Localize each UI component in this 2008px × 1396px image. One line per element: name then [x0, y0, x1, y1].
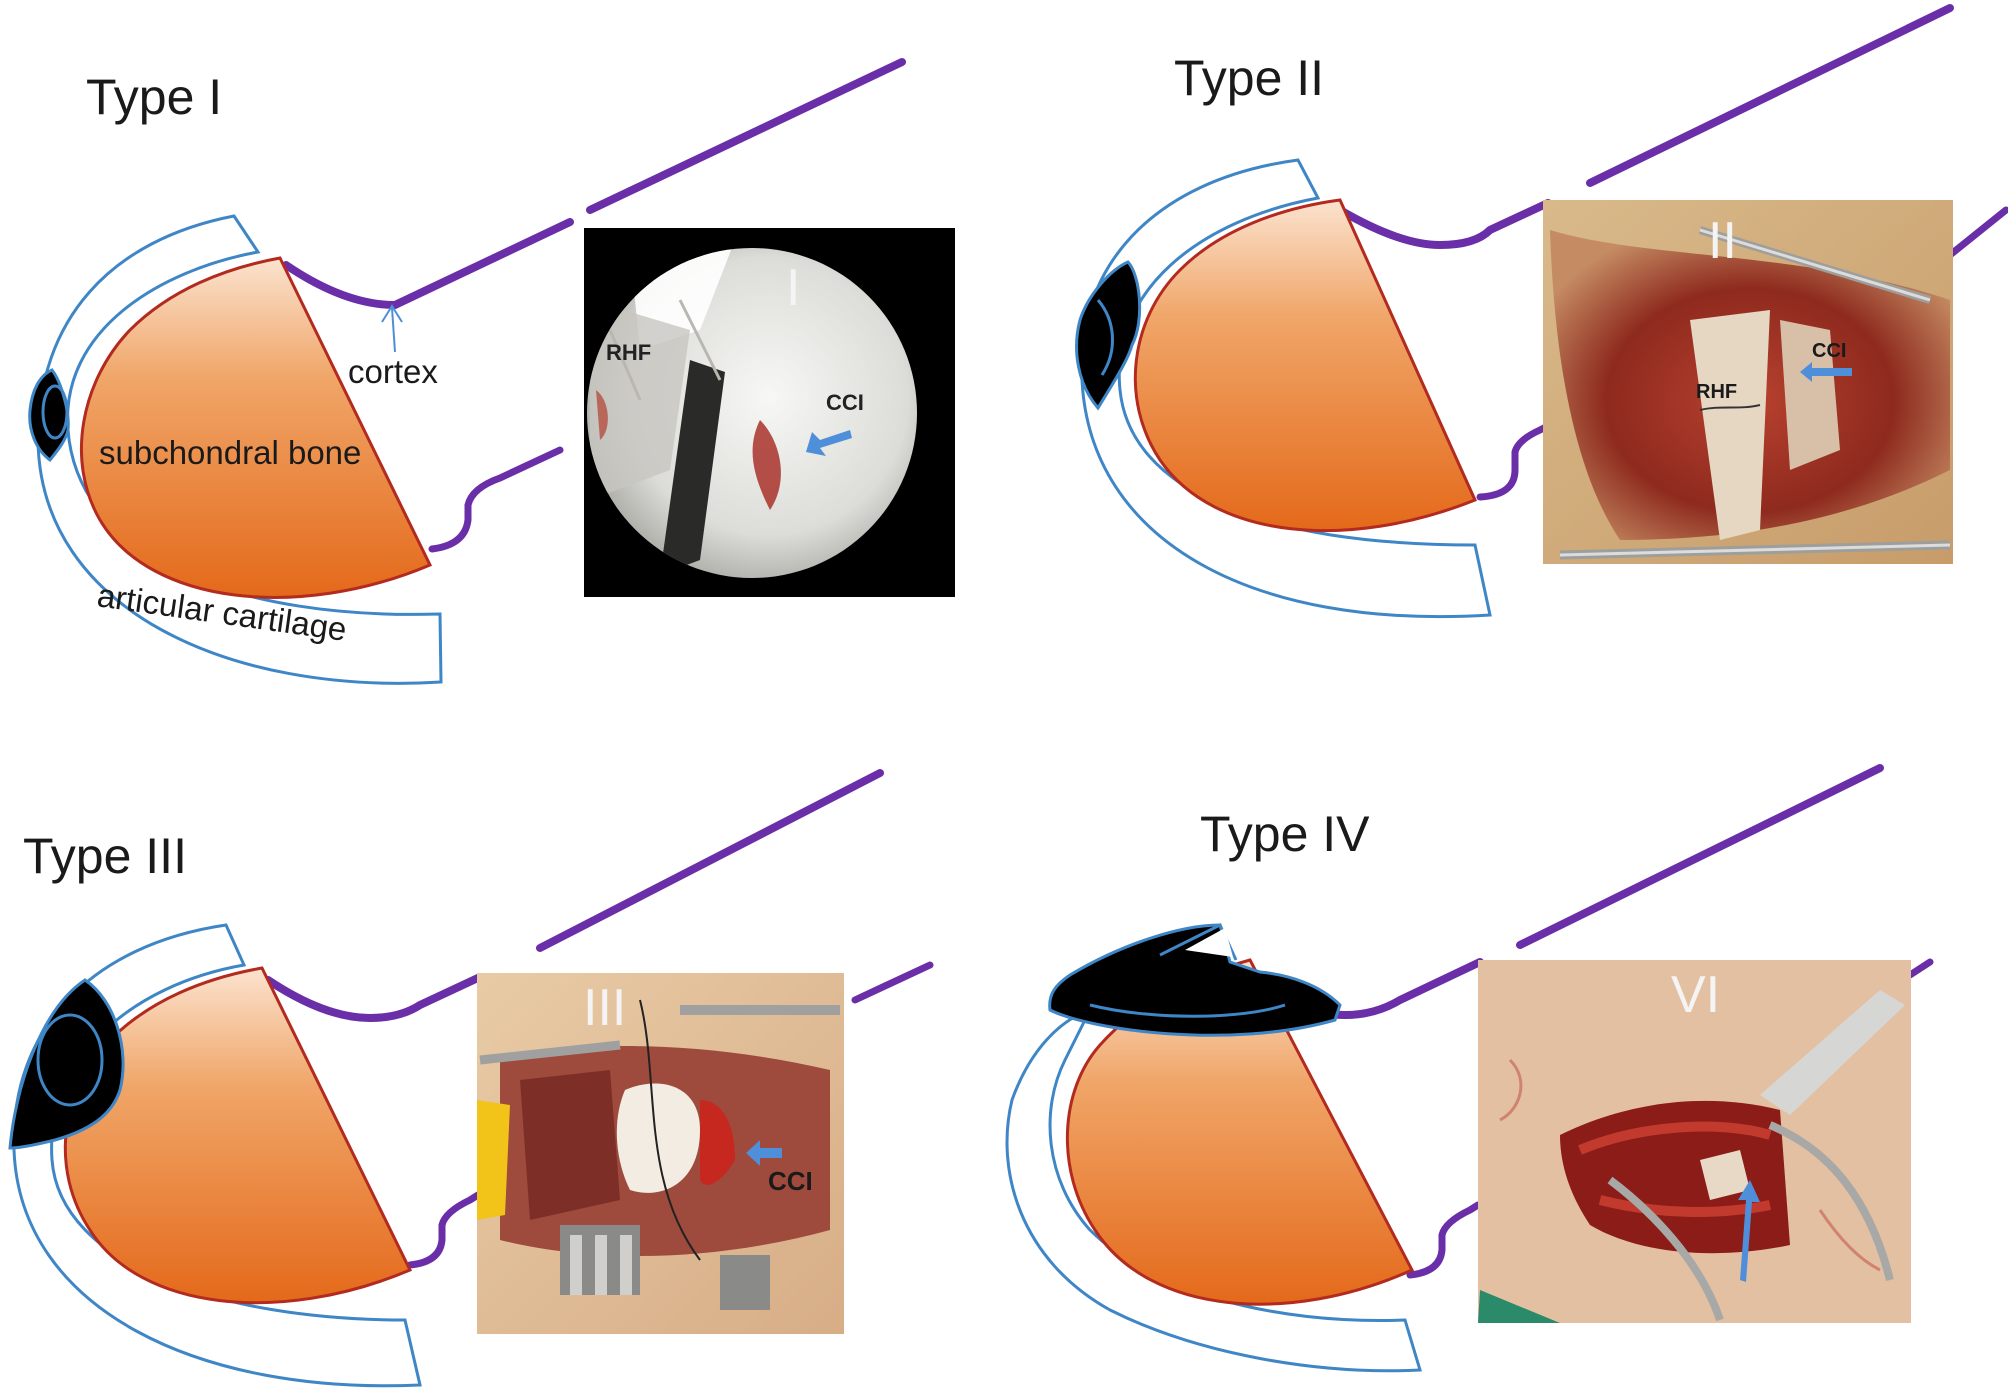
fragment-highlight — [1089, 1003, 1286, 1018]
fragment-highlight — [1096, 299, 1114, 376]
arrow-icon — [1738, 1180, 1760, 1282]
cortex-line — [1336, 4, 1954, 250]
rhf-tag: RHF — [1696, 381, 1737, 403]
cortex-line — [428, 446, 564, 553]
osteochondral-fragment — [1048, 923, 1342, 1037]
osteochondral-fragment — [8, 978, 125, 1150]
osteochondral-fragment — [1075, 260, 1142, 411]
photo-label: II — [1708, 212, 1737, 270]
cortex-pointer-head — [381, 304, 403, 323]
photo-label: VI — [1671, 966, 1720, 1024]
panel-type-1: Type I cortex subchondral bone articular… — [28, 58, 955, 685]
rhf-tag: RHF — [606, 340, 651, 365]
cortex-label: cortex — [348, 353, 438, 390]
surgical-photo — [477, 973, 844, 1334]
fragment-highlight — [36, 1013, 104, 1107]
photo-label: I — [786, 259, 800, 317]
panel-title: Type II — [1174, 50, 1324, 106]
photo-label: III — [583, 979, 626, 1037]
articular-cartilage — [36, 214, 443, 685]
arrow-icon — [1800, 362, 1852, 382]
cortex-line — [1406, 958, 1934, 1279]
panel-title: Type IV — [1200, 806, 1370, 862]
subchondral-bone — [63, 966, 413, 1305]
articular-cartilage — [1005, 1007, 1422, 1373]
cortex-line — [264, 769, 884, 1023]
surgical-photo — [1543, 200, 1953, 564]
fragment-highlight — [41, 384, 69, 440]
cci-tag: CCI — [1812, 340, 1846, 362]
panel-title: Type III — [23, 828, 187, 884]
fragment-flap — [1185, 928, 1233, 957]
panel-type-3: Type III III CCI — [8, 769, 934, 1388]
panel-type-4: Type IV VI — [1005, 764, 1934, 1373]
cci-tag: CCI — [826, 390, 864, 415]
cortex-line — [1476, 206, 2008, 501]
panel-title: Type I — [86, 69, 222, 125]
arthroscopy-photo: I RHF CCI — [584, 228, 955, 597]
surgical-photo — [1478, 960, 1911, 1323]
subchondral-bone — [80, 256, 433, 599]
subchondral-bone — [1133, 198, 1478, 533]
arrow-icon — [806, 430, 852, 456]
arrow-icon — [746, 1140, 782, 1166]
fragment-highlight — [1159, 922, 1238, 961]
panel-type-2: Type II II RHF CCI — [1075, 4, 2008, 619]
cortex-pointer — [391, 307, 396, 353]
subchondral-bone-label: subchondral bone — [99, 434, 361, 471]
cortex-line — [406, 961, 934, 1269]
cci-tag: CCI — [768, 1166, 813, 1196]
